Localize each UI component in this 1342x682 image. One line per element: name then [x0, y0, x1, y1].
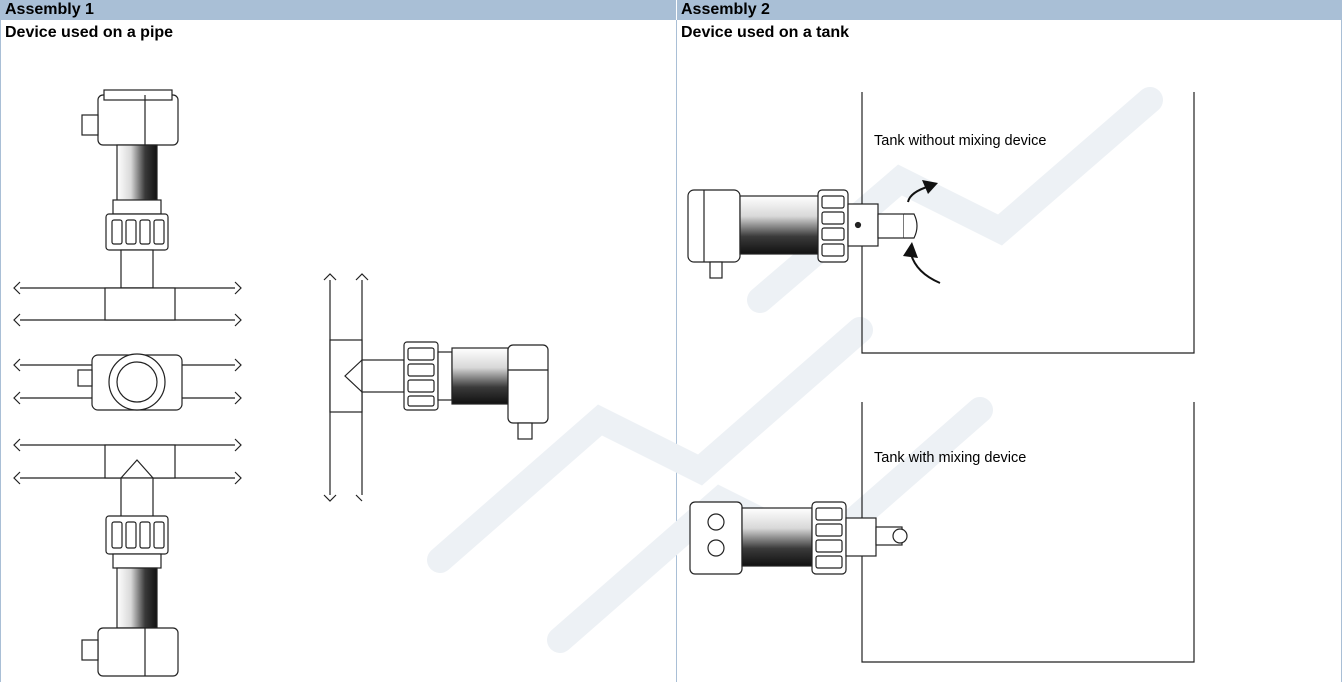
- column-divider: [676, 20, 677, 682]
- tank-device-bottom: [689, 501, 908, 575]
- pipe-vertical: [323, 273, 549, 502]
- tank-with-mixing: [861, 402, 1195, 663]
- pipe-horizontal-3: [13, 438, 242, 485]
- pipe-horizontal-2: [13, 353, 242, 411]
- pipe-device-top: [81, 89, 179, 307]
- tank-without-mixing-label: Tank without mixing device: [874, 133, 1047, 149]
- assembly-1-subtitle: Device used on a pipe: [5, 24, 174, 41]
- assembly-2-header: Assembly 2: [677, 0, 1342, 20]
- tank-device-top: [687, 189, 918, 279]
- tank-with-mixing-label: Tank with mixing device: [874, 450, 1027, 466]
- arrow-head-icon: [903, 242, 918, 258]
- header-divider: [676, 0, 677, 20]
- assembly-2-subtitle: Device used on a tank: [681, 24, 850, 41]
- assembly-1-header: Assembly 1: [1, 0, 676, 20]
- pipe-horizontal-1: [13, 281, 242, 327]
- pipe-device-bottom: [81, 477, 179, 677]
- arrow-head-icon: [922, 180, 938, 194]
